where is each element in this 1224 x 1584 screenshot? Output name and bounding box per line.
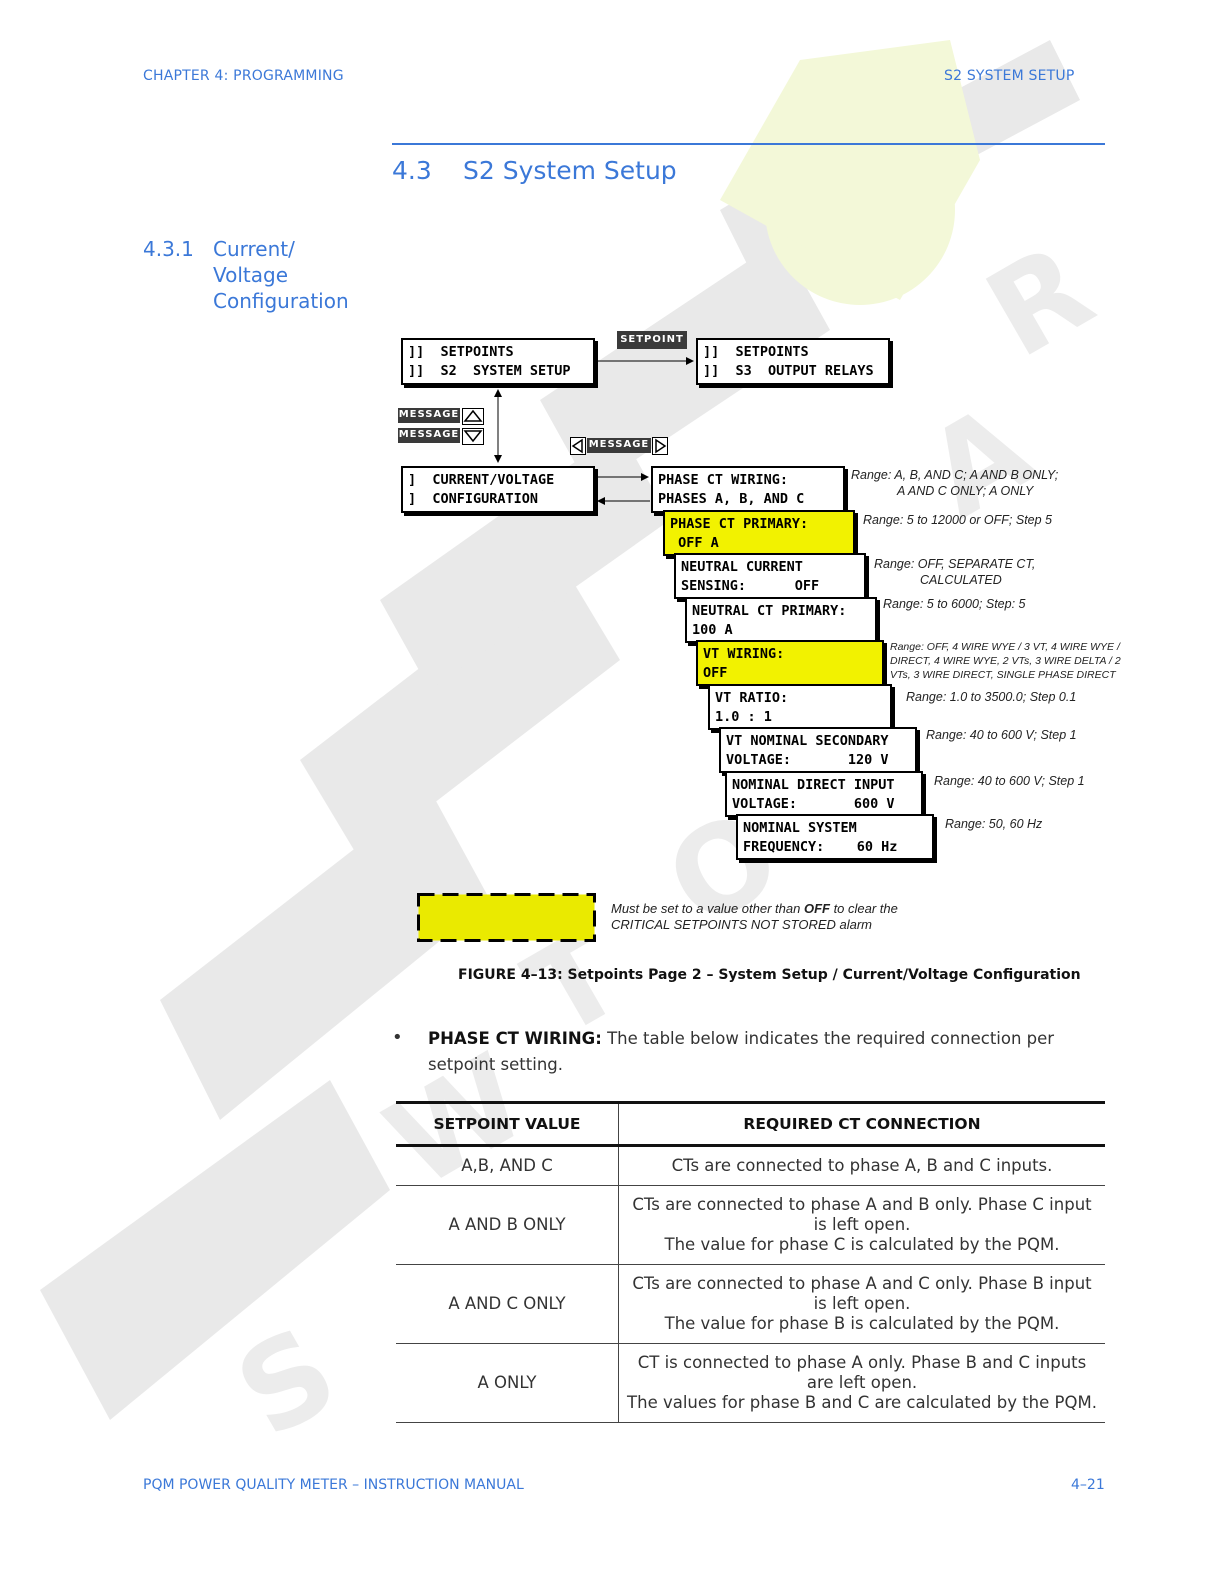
range-phase-ct-primary: Range: 5 to 12000 or OFF; Step 5	[863, 513, 1053, 527]
section-title: S2 System Setup	[463, 156, 677, 185]
arrow-left-icon[interactable]	[570, 437, 586, 455]
table-row: A AND B ONLY CTs are connected to phase …	[396, 1185, 1105, 1265]
table-row: A ONLY CT is connected to phase A only. …	[396, 1343, 1105, 1423]
legend-bold: OFF	[803, 901, 830, 916]
svg-text:S: S	[215, 1302, 359, 1466]
legend-text: Must be set to a value other than OFF to…	[611, 901, 898, 933]
table-cell-connection: CTs are connected to phase A and B only.…	[618, 1185, 1105, 1265]
table-cell-connection: CTs are connected to phase A and C only.…	[618, 1264, 1105, 1344]
message-lr-key[interactable]: MESSAGE	[587, 438, 651, 453]
subsection-title-line: Voltage	[213, 263, 289, 287]
screen-phase-ct-primary: PHASE CT PRIMARY: OFF A	[663, 510, 855, 556]
range-neutral-sensing: Range: OFF, SEPARATE CT, CALCULATED	[874, 556, 1035, 588]
range-line: Range: OFF, SEPARATE CT,	[874, 557, 1036, 571]
ct-connection-table: SETPOINT VALUE REQUIRED CT CONNECTION A,…	[396, 1101, 1105, 1423]
range-phase-ct-wiring: Range: A, B, AND C; A AND B ONLY; A AND …	[851, 467, 1058, 499]
bullet-label: PHASE CT WIRING:	[428, 1029, 602, 1048]
table-header-row: SETPOINT VALUE REQUIRED CT CONNECTION	[396, 1101, 1105, 1147]
footer-page-number: 4–21	[1071, 1477, 1105, 1493]
screen-vt-ratio: VT RATIO: 1.0 : 1	[708, 684, 892, 730]
screen-nominal-direct-input: NOMINAL DIRECT INPUT VOLTAGE: 600 V	[725, 771, 923, 817]
screen-neutral-ct-primary: NEUTRAL CT PRIMARY: 100 A	[685, 597, 877, 643]
range-nominal-direct-input: Range: 40 to 600 V; Step 1	[934, 774, 1085, 788]
table-row: A AND C ONLY CTs are connected to phase …	[396, 1264, 1105, 1344]
arrow-right-icon[interactable]	[652, 437, 668, 455]
table-cell-value: A,B, AND C	[396, 1145, 619, 1186]
diagram-connectors	[494, 357, 694, 505]
setpoint-key[interactable]: SETPOINT	[617, 331, 687, 349]
table-cell-line: The value for phase C is calculated by t…	[664, 1235, 1060, 1254]
footer-left: PQM POWER QUALITY METER – INSTRUCTION MA…	[143, 1477, 524, 1493]
header-section: S2 SYSTEM SETUP	[944, 68, 1075, 84]
table-cell-value: A AND C ONLY	[396, 1264, 619, 1344]
range-nominal-system-frequency: Range: 50, 60 Hz	[945, 817, 1043, 831]
range-line: A AND C ONLY; A ONLY	[897, 484, 1034, 498]
range-vt-ratio: Range: 1.0 to 3500.0; Step 0.1	[906, 690, 1077, 704]
message-up-key[interactable]: MESSAGE	[398, 408, 460, 423]
screen-neutral-current-sensing: NEUTRAL CURRENT SENSING: OFF	[674, 553, 866, 599]
screen-current-voltage-config: ] CURRENT/VOLTAGE ] CONFIGURATION	[401, 466, 595, 513]
subsection-title-line: Configuration	[213, 289, 349, 313]
legend-suffix: to clear the	[829, 901, 898, 916]
table-cell-line: CT is connected to phase A only. Phase B…	[637, 1353, 1087, 1392]
table-cell-line: The values for phase B and C are calcula…	[627, 1393, 1097, 1412]
screen-setpoints-s3: ]] SETPOINTS ]] S3 OUTPUT RELAYS	[696, 338, 890, 385]
table-cell-line: CTs are connected to phase A and B only.…	[632, 1195, 1092, 1234]
screen-vt-nominal-secondary: VT NOMINAL SECONDARY VOLTAGE: 120 V	[719, 727, 917, 773]
table-cell-line: CTs are connected to phase A, B and C in…	[671, 1156, 1053, 1175]
screen-setpoints-s2: ]] SETPOINTS ]] S2 SYSTEM SETUP	[401, 338, 595, 385]
legend-swatch	[417, 893, 596, 942]
table-cell-connection: CTs are connected to phase A, B and C in…	[618, 1145, 1105, 1186]
subsection-number: 4.3.1	[143, 237, 194, 261]
subsection-title: Current/ Voltage Configuration	[213, 236, 349, 314]
title-rule	[392, 143, 1105, 145]
table-header-required-ct-connection: REQUIRED CT CONNECTION	[618, 1101, 1105, 1147]
table-cell-connection: CT is connected to phase A only. Phase B…	[618, 1343, 1105, 1423]
range-line: CALCULATED	[920, 573, 1002, 587]
range-vt-wiring: Range: OFF, 4 WIRE WYE / 3 VT, 4 WIRE WY…	[890, 640, 1121, 682]
table-cell-line: CTs are connected to phase A and C only.…	[632, 1274, 1092, 1313]
screen-vt-wiring: VT WIRING: OFF	[696, 640, 884, 686]
arrow-up-icon[interactable]	[462, 408, 484, 425]
table-cell-line: The value for phase B is calculated by t…	[664, 1314, 1060, 1333]
bullet-paragraph: PHASE CT WIRING: The table below indicat…	[428, 1026, 1105, 1078]
header-chapter: CHAPTER 4: PROGRAMMING	[143, 68, 344, 84]
range-neutral-ct-primary: Range: 5 to 6000; Step: 5	[883, 597, 1026, 611]
range-line: DIRECT, 4 WIRE WYE, 2 VTs, 3 WIRE DELTA …	[890, 655, 1121, 667]
screen-nominal-system-frequency: NOMINAL SYSTEM FREQUENCY: 60 Hz	[736, 814, 934, 860]
figure-caption: FIGURE 4–13: Setpoints Page 2 – System S…	[458, 967, 1081, 983]
message-down-key[interactable]: MESSAGE	[398, 428, 460, 443]
section-number: 4.3	[392, 156, 432, 185]
legend-prefix: Must be set to a value other than	[611, 901, 804, 916]
arrow-down-icon[interactable]	[462, 428, 484, 445]
legend-line: Must be set to a value other than OFF to…	[611, 901, 898, 917]
table-row: A,B, AND C CTs are connected to phase A,…	[396, 1145, 1105, 1186]
bullet-text: The table below indicates the required c…	[428, 1029, 1055, 1074]
table-header-setpoint-value: SETPOINT VALUE	[396, 1101, 619, 1147]
range-line: Range: OFF, 4 WIRE WYE / 3 VT, 4 WIRE WY…	[890, 641, 1120, 653]
range-line: VTs, 3 WIRE DIRECT, SINGLE PHASE DIRECT	[890, 669, 1116, 681]
table-cell-value: A AND B ONLY	[396, 1185, 619, 1265]
bullet-dot: •	[392, 1027, 403, 1048]
range-vt-nominal-secondary: Range: 40 to 600 V; Step 1	[926, 728, 1077, 742]
screen-phase-ct-wiring: PHASE CT WIRING: PHASES A, B, AND C	[651, 466, 845, 513]
subsection-title-line: Current/	[213, 237, 295, 261]
range-line: Range: A, B, AND C; A AND B ONLY;	[851, 468, 1059, 482]
table-cell-value: A ONLY	[396, 1343, 619, 1423]
legend-line-2: CRITICAL SETPOINTS NOT STORED alarm	[611, 917, 873, 932]
